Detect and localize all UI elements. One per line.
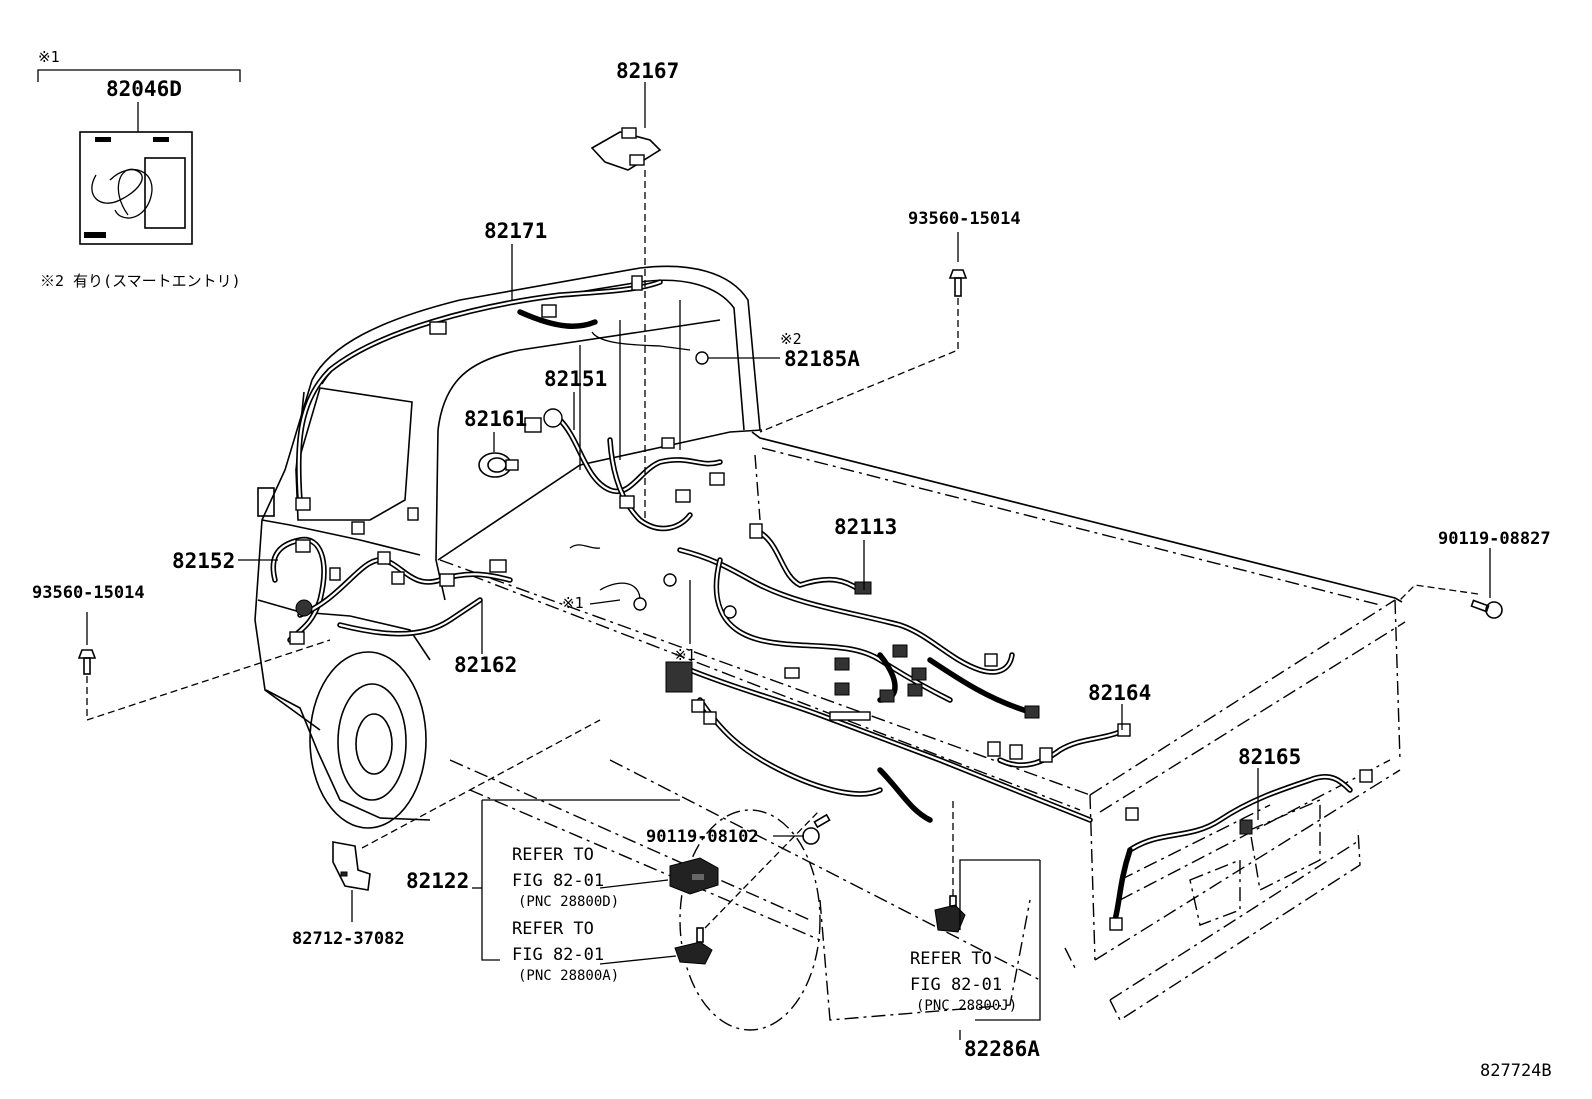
part-number-82162[interactable]: 82162 (454, 653, 517, 677)
part-number-82161[interactable]: 82161 (464, 407, 527, 431)
part-number-82167[interactable]: 82167 (616, 59, 679, 83)
part-number-93560-15014-top[interactable]: 93560-15014 (908, 209, 1021, 229)
note-mark-1-b: ※1 (674, 646, 696, 664)
svg-text:REFER TO: REFER TO (512, 845, 594, 865)
reference-28800a[interactable]: REFER TO FIG 82-01 (PNC 28800A) (512, 919, 619, 984)
part-number-82151[interactable]: 82151 (544, 367, 607, 391)
svg-text:FIG 82-01: FIG 82-01 (512, 945, 604, 965)
wiring-kit-package (79, 131, 193, 245)
ground-straps (569, 544, 677, 611)
part-number-82113[interactable]: 82113 (834, 515, 897, 539)
svg-text:(PNC 28800J): (PNC 28800J) (916, 998, 1017, 1014)
bracket-82167 (590, 82, 662, 520)
part-number-82046d[interactable]: 82046D (106, 77, 182, 101)
harness-82161 (478, 452, 519, 478)
reference-28800d[interactable]: REFER TO FIG 82-01 (PNC 28800D) (512, 845, 619, 910)
bolt-93560-top (759, 232, 968, 433)
bracket-82712 (332, 719, 601, 922)
reference-28800j[interactable]: REFER TO FIG 82-01 (PNC 28800J) (910, 949, 1017, 1014)
module-28800d (669, 857, 719, 895)
harness-82151-cab-rear (524, 300, 725, 532)
bolt-90119-08827 (1399, 548, 1503, 619)
bolt-90119-08102 (802, 813, 831, 845)
part-number-82185a[interactable]: 82185A (784, 347, 860, 371)
module-28800j (934, 800, 966, 933)
part-number-82165[interactable]: 82165 (1238, 745, 1301, 769)
part-number-82164[interactable]: 82164 (1088, 681, 1151, 705)
note-mark-2: ※2 (780, 330, 802, 348)
harness-82164 (987, 723, 1131, 768)
part-number-82286a[interactable]: 82286A (964, 1037, 1040, 1061)
note-mark-1-inset: ※1 (38, 48, 60, 66)
figure-id: 827724B (1480, 1061, 1552, 1081)
note-mark-1-a: ※1 (562, 594, 584, 612)
part-number-82171[interactable]: 82171 (484, 219, 547, 243)
part-number-90119-08827[interactable]: 90119-08827 (1438, 529, 1551, 549)
harness-82165-rear (1109, 769, 1373, 931)
part-number-90119-08102[interactable]: 90119-08102 (646, 827, 759, 847)
harness-82162-frame (665, 661, 1093, 823)
part-number-93560-15014-left[interactable]: 93560-15014 (32, 583, 145, 603)
harness-82152-dash (270, 507, 513, 645)
part-number-82122[interactable]: 82122 (406, 869, 469, 893)
leader-lines (238, 244, 1259, 1040)
truck-bed (439, 431, 1406, 1031)
bolt-93560-left (77, 612, 331, 721)
legend-note-2: ※2 有り(スマートエントリ) (40, 272, 241, 290)
svg-text:FIG 82-01: FIG 82-01 (512, 871, 604, 891)
svg-text:(PNC 28800A): (PNC 28800A) (518, 968, 619, 984)
svg-text:(PNC 28800D): (PNC 28800D) (518, 894, 619, 910)
svg-text:REFER TO: REFER TO (910, 949, 992, 969)
harness-82113-main (677, 523, 1040, 719)
inset-82046d: ※1 82046D (37, 48, 241, 245)
svg-text:FIG 82-01: FIG 82-01 (910, 975, 1002, 995)
svg-text:REFER TO: REFER TO (512, 919, 594, 939)
harness-82171-roof (295, 275, 663, 511)
part-number-82152[interactable]: 82152 (172, 549, 235, 573)
module-28800a (674, 809, 821, 965)
labels: 82167 82171 93560-15014 ※2 82185A 82151 … (32, 59, 1552, 1081)
truck-cab (254, 265, 763, 829)
part-number-82712-37082[interactable]: 82712-37082 (292, 929, 405, 949)
